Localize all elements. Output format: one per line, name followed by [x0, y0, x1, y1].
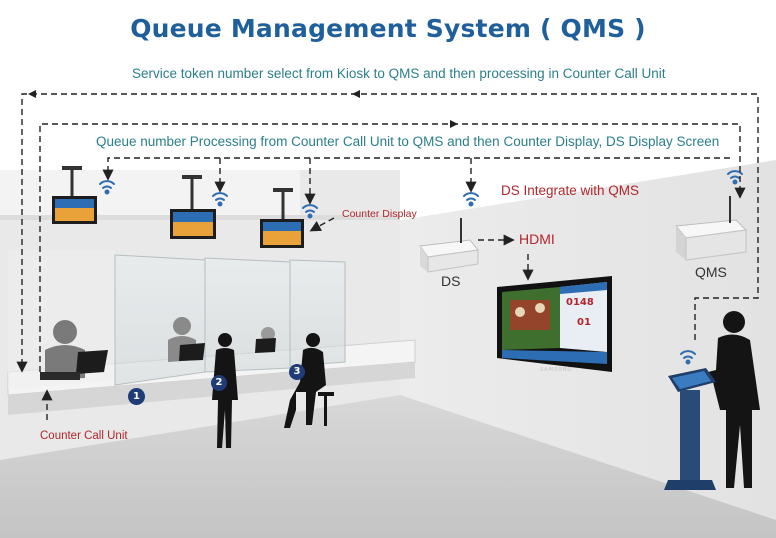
counter-display-label: Counter Display [342, 208, 417, 220]
ds-device [419, 218, 479, 273]
counter-badge-2: 2 [211, 375, 227, 391]
flow-caption-counter: Queue number Processing from Counter Cal… [96, 134, 720, 149]
flow-caption-kiosk: Service token number select from Kiosk t… [132, 66, 666, 81]
flow-lines [16, 93, 759, 420]
screen-brand: SAMSUNG [540, 367, 572, 373]
flow-arrowheads [28, 90, 458, 128]
hdmi-label: HDMI [519, 231, 555, 247]
counter-displays [52, 166, 304, 248]
screen-token-number: 0148 [566, 297, 594, 308]
ds-display-screen [497, 276, 612, 372]
kiosk [664, 368, 716, 490]
counter-call-unit-label: Counter Call Unit [40, 430, 128, 442]
wifi-icons [99, 170, 743, 365]
qms-label: QMS [695, 264, 727, 280]
page-title: Queue Management System ( QMS ) [130, 14, 646, 43]
counter-staff [45, 317, 275, 380]
customers [212, 311, 760, 488]
counter-badge-3: 3 [289, 364, 305, 380]
counter-terminals [40, 338, 276, 380]
ds-integrate-label: DS Integrate with QMS [501, 183, 640, 198]
ds-label: DS [441, 273, 461, 289]
screen-counter-number: 01 [577, 317, 591, 328]
qms-server [675, 196, 748, 261]
counter-badge-1: 1 [128, 388, 145, 405]
